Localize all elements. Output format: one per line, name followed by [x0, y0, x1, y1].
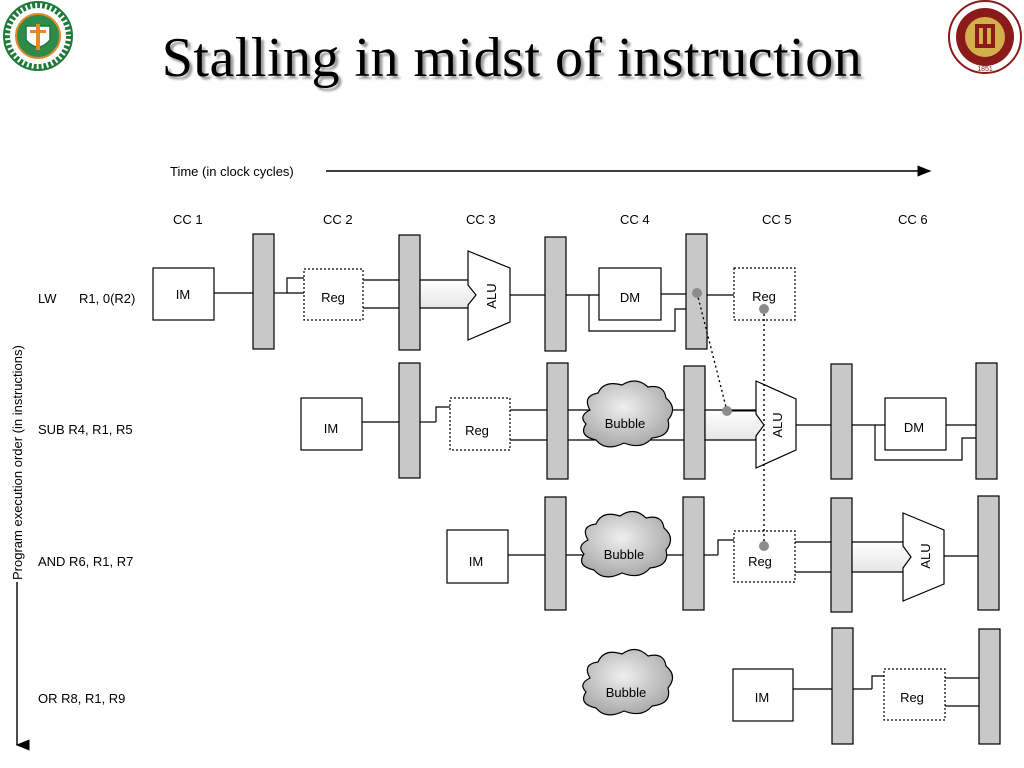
cycle-label-4: CC 4 — [620, 212, 650, 227]
im-label: IM — [176, 287, 190, 302]
im-label: IM — [324, 421, 338, 436]
instr-and: AND R6, R1, R7 — [38, 554, 133, 569]
reg-label: Reg — [748, 554, 772, 569]
reg-stage — [303, 268, 364, 321]
reg-label: Reg — [900, 690, 924, 705]
bubble-label: Bubble — [604, 547, 644, 562]
pipeline-register — [546, 362, 569, 480]
alu-label: ALU — [770, 412, 785, 437]
fsu-year: 1851 — [977, 66, 993, 73]
cycle-label-1: CC 1 — [173, 212, 203, 227]
bubble-label: Bubble — [605, 416, 645, 431]
row-and: IM Bubble Reg ALU — [446, 495, 1000, 613]
alu-label: ALU — [918, 543, 933, 568]
bubble: Bubble — [580, 510, 672, 578]
cycle-label-5: CC 5 — [762, 212, 792, 227]
dm-label: DM — [904, 420, 924, 435]
famu-seal-logo — [3, 1, 73, 71]
forward-target-dot — [759, 541, 769, 551]
alu-stage — [467, 250, 511, 341]
alu-label: ALU — [484, 283, 499, 308]
bubble: Bubble — [582, 380, 674, 448]
pipeline-register — [830, 363, 853, 480]
forwarding-paths — [692, 288, 769, 551]
slide-title: Stalling in midst of instruction — [161, 27, 863, 89]
forward-source-dot — [692, 288, 702, 298]
im-label: IM — [469, 554, 483, 569]
cycle-label-2: CC 2 — [323, 212, 353, 227]
im-stage — [300, 397, 363, 451]
row-or: Bubble IM Reg — [582, 627, 1001, 745]
instr-or: OR R8, R1, R9 — [38, 691, 125, 706]
time-axis-label: Time (in clock cycles) — [170, 164, 294, 179]
reg-stage — [883, 668, 946, 721]
pipeline-register — [398, 234, 421, 351]
instr-lw-op: LW — [38, 291, 57, 306]
bubble-label: Bubble — [606, 685, 646, 700]
alu-stage — [902, 512, 945, 602]
forward-target-dot — [722, 406, 732, 416]
order-axis-label: Program execution order (in instructions… — [10, 345, 25, 580]
pipeline-register — [830, 497, 853, 613]
pipeline-register — [252, 233, 275, 350]
pipeline-register — [975, 362, 998, 480]
row-lw: IM Reg ALU DM Reg — [152, 233, 796, 352]
alu-stage — [755, 380, 797, 469]
reg-writeback-stage — [733, 267, 796, 321]
instr-sub: SUB R4, R1, R5 — [38, 422, 133, 437]
im-stage — [446, 529, 509, 584]
pipeline-register — [683, 365, 706, 480]
im-stage — [732, 668, 794, 722]
pipeline-register — [682, 496, 705, 611]
instr-lw-args: R1, 0(R2) — [79, 291, 135, 306]
reg-label: Reg — [465, 423, 489, 438]
cycle-label-6: CC 6 — [898, 212, 928, 227]
bubble: Bubble — [582, 648, 674, 716]
cycle-label-3: CC 3 — [466, 212, 496, 227]
reg-label: Reg — [752, 289, 776, 304]
dm-label: DM — [620, 290, 640, 305]
reg-stage — [449, 397, 511, 451]
pipeline-register — [978, 628, 1001, 745]
pipeline-register — [544, 236, 567, 352]
im-stage — [152, 267, 215, 321]
im-label: IM — [755, 690, 769, 705]
pipeline-register — [831, 627, 854, 745]
pipeline-register — [544, 496, 567, 611]
fsu-seal-logo: 1851 — [948, 0, 1022, 74]
row-sub: IM Reg Bubble ALU DM — [300, 362, 998, 480]
reg-label: Reg — [321, 290, 345, 305]
pipeline-register — [977, 495, 1000, 611]
forward-source-dot — [759, 304, 769, 314]
dm-stage — [884, 397, 947, 451]
pipeline-register — [398, 362, 421, 479]
